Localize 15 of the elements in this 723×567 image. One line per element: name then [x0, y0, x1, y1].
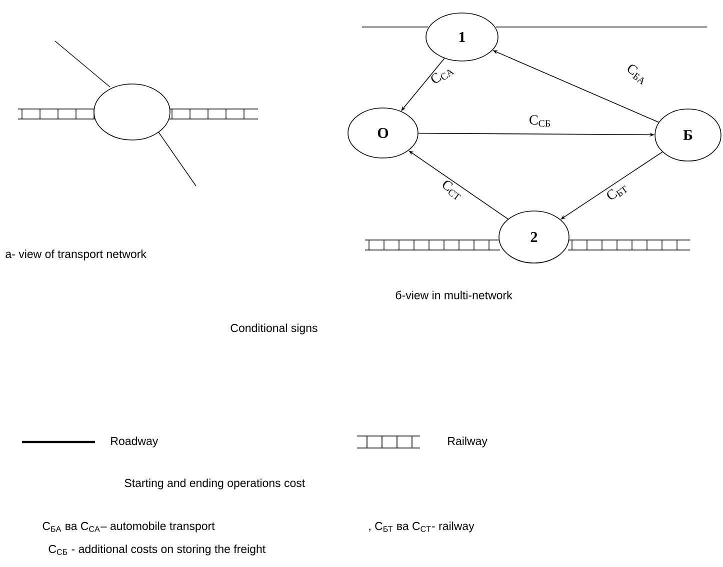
edge-label: C$_{CБ}$: [530, 115, 550, 127]
legend-label: Roadway: [111, 436, 158, 448]
note: , C$_{БТ}$ ва C$_{CТ}$- railway: [369, 522, 474, 532]
note: Starting and ending operations cost: [124, 478, 305, 490]
caption: a- view of transport network: [6, 250, 146, 260]
note: C$_{CБ}$ - additional costs on storing the freight: [48, 544, 266, 556]
edge-label: C$_{CТ}$: [442, 180, 461, 200]
heading: Conditional signs: [230, 324, 318, 334]
edge-label: C$_{БA}$: [628, 64, 644, 85]
note: C$_{БA}$ ва C$_{CA}$– automobile transport: [42, 522, 215, 532]
junction-ellipse: [94, 84, 170, 140]
caption: б-view in multi-network: [396, 290, 512, 300]
edge-label: C$_{CA}$: [431, 70, 454, 83]
legend-label: Railway: [448, 436, 488, 448]
edge-label: C$_{БТ}$: [607, 186, 628, 200]
